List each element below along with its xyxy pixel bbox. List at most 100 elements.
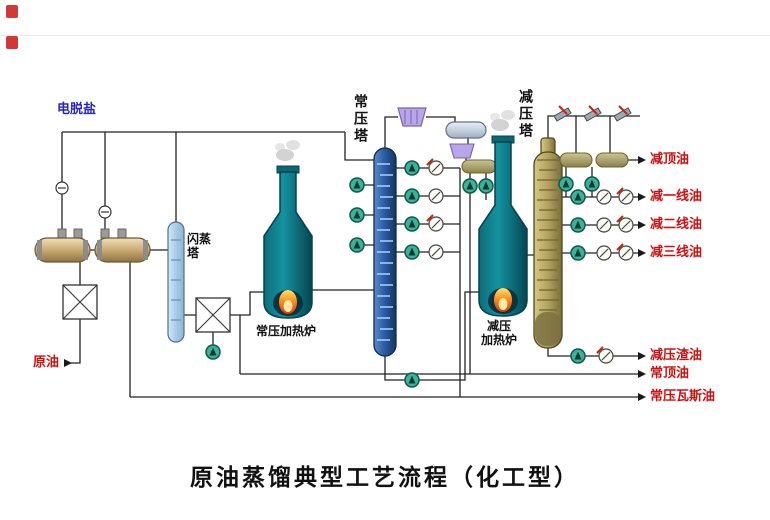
condenser-drum (559, 152, 593, 168)
exchanger-icon (428, 188, 444, 204)
arrow-icon (64, 359, 72, 367)
arrow-icon (638, 370, 646, 378)
vac-line3-oil-label: 减三线油 (650, 244, 703, 259)
smoke-puff (276, 149, 294, 161)
pump-icon (570, 348, 586, 364)
arrow-icon (638, 393, 646, 401)
vac-furnace (478, 110, 528, 317)
flash-trays (171, 239, 181, 321)
atm-furnace (263, 140, 313, 319)
valve-icon (55, 181, 69, 195)
pump-icon (558, 176, 574, 192)
pump-icon (462, 178, 478, 194)
pump-icon (349, 207, 365, 223)
desalter-label: 电脱盐 (57, 101, 97, 116)
drum-cap (97, 240, 102, 260)
exchanger-icon (616, 187, 634, 205)
vac-furnace-label: 减压 加热炉 (474, 319, 524, 348)
atm-tower-label: 常压塔 (353, 94, 369, 145)
pump-icon (205, 344, 221, 360)
header-divider (0, 35, 770, 36)
drum-cap (37, 240, 42, 260)
pump-icon (404, 188, 420, 204)
atm-furnace-label: 常压加热炉 (255, 324, 316, 338)
pump-icon (584, 176, 600, 192)
pump-icon (404, 216, 420, 232)
furnace-body (263, 171, 313, 319)
exchanger-icon (596, 189, 612, 205)
diagram-title: 原油蒸馏典型工艺流程（化工型） (190, 465, 580, 490)
pump-icon (404, 372, 420, 388)
desalter-drums (34, 228, 151, 263)
arrow-icon (638, 193, 646, 201)
vac-line2-oil-label: 减二线油 (650, 216, 703, 231)
steam-ejectors (553, 105, 632, 122)
pipes-center (239, 116, 487, 397)
atm-column (373, 147, 397, 357)
atm-gas-oil-label: 常压瓦斯油 (650, 388, 716, 403)
air-cooler-icon (449, 143, 475, 159)
crude-oil-label: 原油 (33, 354, 60, 369)
atm-top-oil-label: 常顶油 (650, 365, 690, 380)
arrow-icon (638, 249, 646, 257)
desalter-drum-1 (34, 237, 91, 263)
red-watermark-mark (6, 36, 18, 49)
pump-icon (349, 177, 365, 193)
air-cooler-icon (397, 107, 427, 127)
arrow-icon (638, 352, 646, 360)
furnace-body (478, 141, 528, 317)
smoke-puff (286, 140, 300, 150)
drum-cap (143, 240, 148, 260)
vac-top-oil-label: 减顶油 (650, 151, 690, 166)
smoke-puff (501, 110, 515, 120)
vac-furnace-label-line1: 减压 (486, 319, 511, 333)
vac-column (533, 137, 563, 349)
smoke-puff (490, 113, 500, 121)
vac-line1-oil-label: 减一线油 (650, 188, 703, 203)
arrow-icon (638, 156, 646, 164)
instruments (55, 181, 112, 219)
ejector-icon (553, 105, 572, 122)
exchanger-icon (426, 214, 444, 232)
atm-column-trays (377, 163, 393, 341)
atm-overhead-system (397, 107, 497, 174)
exchangers (426, 158, 634, 364)
arrow-icon (638, 221, 646, 229)
exchanger-icon (428, 244, 444, 260)
drum-fitting (57, 228, 67, 239)
pump-icon (570, 189, 586, 205)
exchanger-box-icon (62, 284, 98, 320)
exchanger-icon (596, 245, 612, 261)
reflux-drum (445, 121, 487, 139)
flash-column (167, 221, 185, 343)
flash-tower-label: 闪蒸塔 (187, 232, 212, 260)
exchanger-box-icon (195, 297, 231, 333)
drum-cap (83, 240, 88, 260)
exchanger-icon (596, 217, 612, 233)
vac-condenser-drums (559, 152, 629, 168)
drum-fitting (73, 228, 83, 239)
smoke-puff (275, 143, 285, 151)
pump-icon (570, 217, 586, 233)
vac-column-bottoms (535, 312, 561, 346)
exchanger-icon (616, 215, 634, 233)
exchanger-icon (596, 346, 614, 364)
smoke-puff (491, 119, 509, 131)
vac-residue-label: 减压渣油 (650, 347, 703, 362)
vac-furnace-label-line2: 加热炉 (480, 332, 517, 347)
ejector-icon (583, 105, 602, 122)
heat-exchanger-boxes (62, 284, 231, 333)
red-watermark-mark (6, 5, 18, 18)
pump-icon (404, 244, 420, 260)
flame-core (498, 298, 508, 310)
ejector-icon (613, 105, 632, 122)
vac-tower-label: 减压塔 (518, 89, 534, 140)
exchanger-icon (426, 158, 444, 176)
pump-icon (404, 160, 420, 176)
vac-column-trays (537, 159, 559, 311)
flow-arrows (64, 156, 646, 401)
pump-icon (478, 178, 494, 194)
drum-fitting (100, 228, 110, 239)
pump-icon (349, 237, 365, 253)
